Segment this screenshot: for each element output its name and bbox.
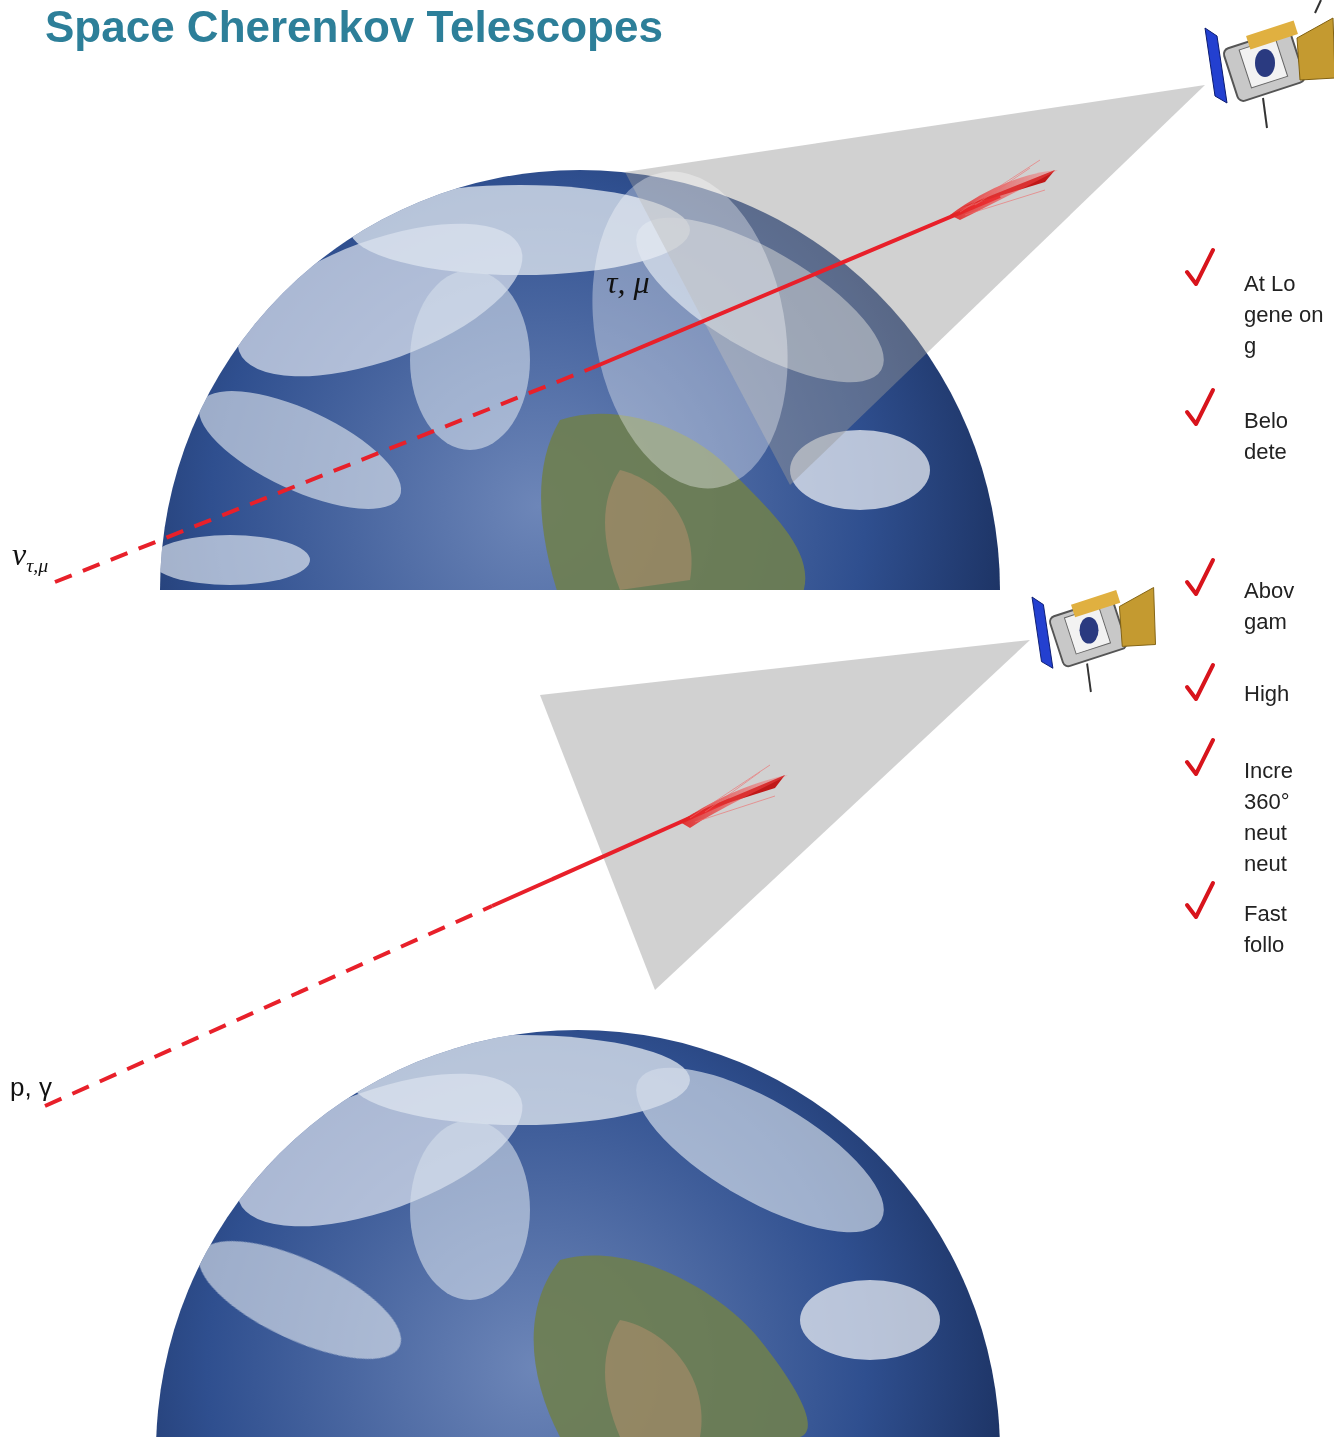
bullet-text: Belo dete bbox=[1244, 405, 1330, 467]
earth bbox=[156, 1030, 1000, 1437]
shower bbox=[950, 170, 1058, 220]
slide-title: Space Cherenkov Telescopes bbox=[45, 2, 663, 52]
satellite bbox=[1032, 588, 1156, 693]
particle-label: ντ,μ bbox=[12, 536, 48, 577]
neutrino-track bbox=[55, 368, 592, 582]
bullet-text: Abov gam bbox=[1244, 575, 1330, 637]
cosmic-ray-track bbox=[45, 906, 492, 1106]
footprint bbox=[569, 156, 812, 504]
shower bbox=[960, 160, 1045, 215]
shower bbox=[690, 765, 775, 822]
bullet-text: High bbox=[1244, 678, 1330, 709]
bullet-text: Fast follo bbox=[1244, 898, 1330, 960]
lepton-track bbox=[592, 196, 1000, 368]
shower bbox=[680, 775, 788, 828]
check-mark bbox=[1187, 250, 1213, 917]
particle-label: τ, μ bbox=[606, 264, 650, 301]
particle-label: p, γ bbox=[10, 1072, 52, 1103]
field-of-view bbox=[540, 640, 1030, 990]
bullet-text: Incre 360° neut neut bbox=[1244, 755, 1330, 879]
bullet-text: At Lo gene on g bbox=[1244, 268, 1330, 361]
satellite bbox=[1205, 0, 1334, 128]
